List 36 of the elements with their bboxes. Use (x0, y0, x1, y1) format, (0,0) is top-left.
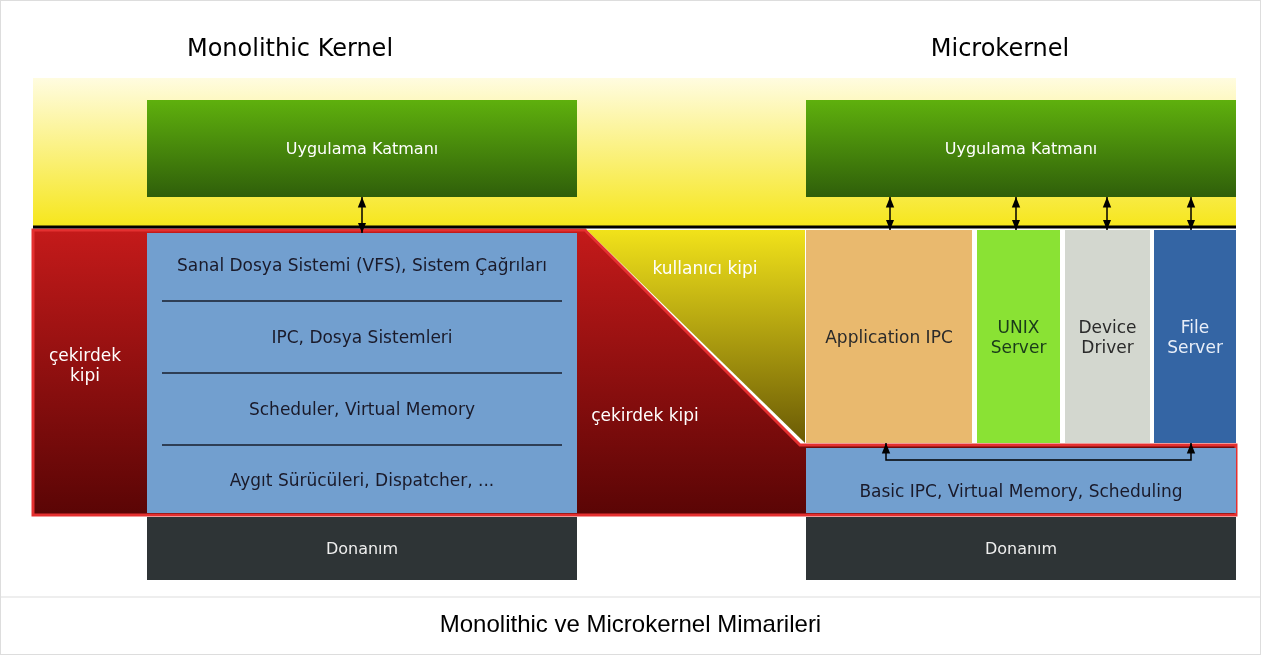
hardware-box (806, 517, 1236, 580)
node-text: Device Driver (1077, 316, 1138, 357)
layer-text: Scheduler, Virtual Memory (249, 398, 475, 419)
server-box (1065, 230, 1150, 443)
heading: Monolithic Kernel (185, 34, 395, 62)
layer-box (806, 100, 1236, 197)
arrow (1037, 442, 1196, 461)
arrow (1102, 196, 1112, 231)
mode-label: kullanıcı kipi (651, 258, 759, 278)
node-text: Application IPC (824, 326, 954, 347)
layer-text: Aygıt Sürücüleri, Dispatcher, ... (229, 470, 495, 491)
heading: Microkernel (929, 34, 1071, 62)
mode-label: çekirdek kipi (47, 345, 123, 385)
node-text: UNIX Server (989, 316, 1048, 357)
arrow (1011, 196, 1021, 231)
node-text: Uygulama Katmanı (284, 139, 440, 158)
arrow (1186, 196, 1196, 231)
arrow (885, 196, 895, 231)
node-text: Basic IPC, Virtual Memory, Scheduling (858, 480, 1184, 501)
arrow (881, 442, 1039, 461)
layer-text: IPC, Dosya Sistemleri (271, 327, 453, 348)
arrow (357, 196, 367, 234)
server-box (806, 230, 972, 443)
node-text: Uygulama Katmanı (943, 139, 1099, 158)
server-box (1154, 230, 1236, 443)
layer-text: Sanal Dosya Sistemi (VFS), Sistem Çağrıları (177, 255, 547, 276)
kernel-layer-box (147, 233, 577, 513)
caption: Monolithic ve Microkernel Mimarileri (438, 610, 823, 638)
mode-label: çekirdek kipi (590, 405, 700, 425)
hardware-box (147, 517, 577, 580)
layer-box (147, 100, 577, 197)
server-box (977, 230, 1060, 443)
node-text: Donanım (324, 539, 400, 558)
node-text: Donanım (983, 539, 1059, 558)
kernel-layer-box (806, 448, 1236, 513)
node-text: File Server (1166, 316, 1224, 357)
